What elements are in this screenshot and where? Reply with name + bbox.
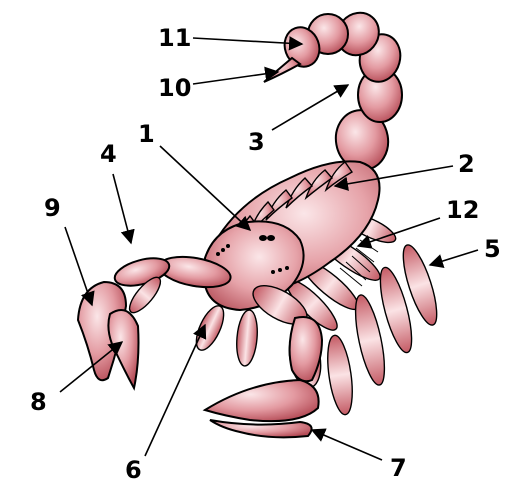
leg: [402, 244, 438, 326]
label-1: 1: [138, 120, 155, 148]
leg: [195, 305, 225, 351]
eyes: [216, 235, 289, 274]
stinger: [263, 56, 302, 83]
arrow-3: [271, 84, 350, 131]
label-2: 2: [458, 150, 475, 178]
leg: [236, 309, 258, 367]
label-5: 5: [484, 235, 501, 263]
label-11: 11: [158, 24, 191, 52]
arrow-7: [310, 428, 383, 461]
pectines: [339, 239, 379, 287]
claw-arm: [288, 316, 324, 383]
leg: [354, 294, 386, 386]
lateral-eye: [285, 266, 289, 270]
tail: [263, 11, 403, 171]
label-9: 9: [44, 194, 61, 222]
arrow-9: [64, 226, 95, 307]
pedipalp: [76, 255, 232, 391]
label-3: 3: [248, 128, 265, 156]
bottom-claw: [202, 316, 324, 439]
median-eye: [267, 235, 275, 241]
label-12: 12: [446, 196, 479, 224]
arrow-1: [159, 145, 252, 231]
arrow-8: [59, 341, 124, 393]
arrow-4: [112, 173, 135, 245]
lateral-eye: [221, 248, 225, 252]
leg: [327, 334, 353, 416]
median-eye: [259, 235, 267, 241]
pincer-lower: [107, 309, 140, 391]
label-4: 4: [100, 140, 117, 168]
arrow-12: [356, 217, 441, 249]
lateral-eye: [226, 244, 230, 248]
pointer-arrows: [59, 36, 479, 461]
lateral-eye: [271, 270, 275, 274]
arrow-5: [428, 249, 479, 269]
labels: 1 2 3 4 5 6 7 8 9 10 11 12: [30, 24, 501, 484]
pedipalp-segment: [113, 257, 171, 287]
label-8: 8: [30, 388, 47, 416]
pedipalp-segment: [128, 276, 162, 314]
leg: [379, 266, 413, 354]
arrow-6: [144, 323, 207, 457]
label-10: 10: [158, 74, 191, 102]
claw-upper: [202, 378, 320, 423]
label-6: 6: [125, 456, 142, 484]
arrow-11: [192, 36, 304, 51]
body: [204, 160, 381, 312]
label-7: 7: [390, 454, 407, 482]
lateral-eye: [216, 252, 220, 256]
claw-lower: [209, 419, 313, 439]
lateral-eye: [278, 268, 282, 272]
arrow-10: [192, 66, 280, 85]
arrow-2: [333, 165, 454, 191]
